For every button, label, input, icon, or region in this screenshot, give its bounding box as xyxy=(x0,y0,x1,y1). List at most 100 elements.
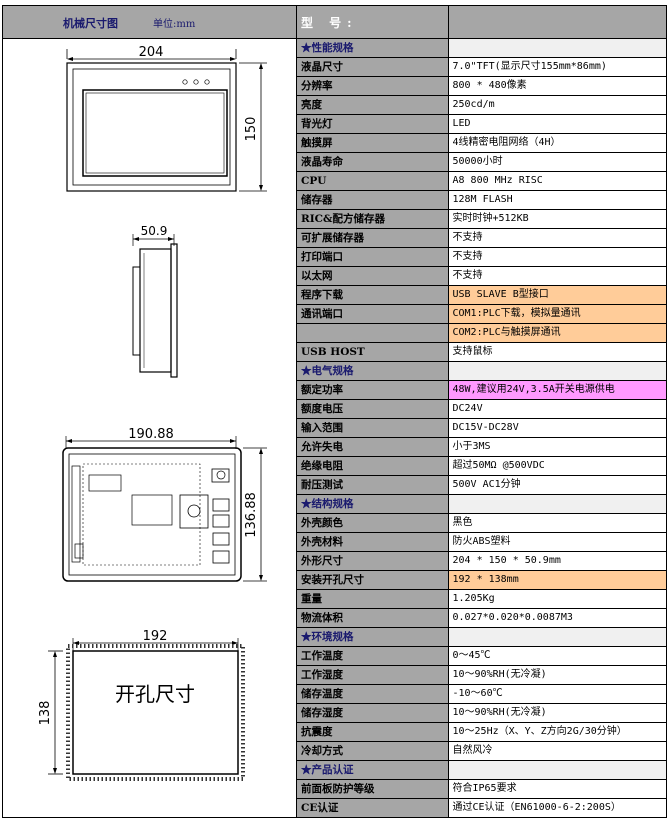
spec-key: 分辨率 xyxy=(297,76,449,96)
spec-value xyxy=(448,361,666,381)
spec-value: USB SLAVE B型接口 xyxy=(448,285,666,305)
spec-value: 48W,建议用24V,3.5A开关电源供电 xyxy=(448,380,666,400)
spec-value: 不支持 xyxy=(448,247,666,267)
spec-section-row: ★环境规格 xyxy=(297,627,666,647)
spec-value: 1.205Kg xyxy=(448,589,666,609)
spec-row: 储存温度-10～60℃ xyxy=(297,684,666,704)
spec-key: 亮度 xyxy=(297,95,449,115)
spec-key: CE认证 xyxy=(297,798,449,818)
cutout-drawing xyxy=(48,638,245,781)
spec-value: A8 800 MHz RISC xyxy=(448,171,666,191)
spec-value: -10～60℃ xyxy=(448,684,666,704)
spec-row: 打印端口不支持 xyxy=(297,247,666,267)
spec-header: 型 号: xyxy=(297,6,666,39)
spec-key: 背光灯 xyxy=(297,114,449,134)
spec-key: 外壳材料 xyxy=(297,532,449,552)
spec-row: 绝缘电阻超过50MΩ @500VDC xyxy=(297,456,666,476)
spec-key: 抗震度 xyxy=(297,722,449,742)
side-view-drawing xyxy=(132,234,178,378)
spec-section-row: ★产品认证 xyxy=(297,760,666,780)
spec-section-title: ★环境规格 xyxy=(297,627,449,647)
spec-value: 不支持 xyxy=(448,228,666,248)
side-depth-label: 50.9 xyxy=(141,224,168,238)
spec-value: 黑色 xyxy=(448,513,666,533)
spec-row: RIC&配方储存器实时时钟+512KB xyxy=(297,209,666,229)
spec-value: 0～45℃ xyxy=(448,646,666,666)
spec-value: 超过50MΩ @500VDC xyxy=(448,456,666,476)
spec-value: 800 * 480像素 xyxy=(448,76,666,96)
spec-section-row: ★电气规格 xyxy=(297,361,666,381)
spec-section-row: ★结构规格 xyxy=(297,494,666,514)
spec-value: 防火ABS塑料 xyxy=(448,532,666,552)
spec-key: 以太网 xyxy=(297,266,449,286)
spec-key: 工作湿度 xyxy=(297,665,449,685)
spec-row: 外壳材料防火ABS塑料 xyxy=(297,532,666,552)
spec-key: RIC&配方储存器 xyxy=(297,209,449,229)
cutout-width-label: 192 xyxy=(143,629,168,644)
spec-value xyxy=(448,627,666,647)
spec-value xyxy=(448,494,666,514)
spec-row: 前面板防护等级符合IP65要求 xyxy=(297,779,666,799)
header-divider xyxy=(448,6,449,39)
cutout-label: 开孔尺寸 xyxy=(115,682,195,706)
spec-key: 绝缘电阻 xyxy=(297,456,449,476)
spec-key: CPU xyxy=(297,171,449,191)
spec-key: 通讯端口 xyxy=(297,304,449,324)
spec-value: COM2:PLC与触摸屏通讯 xyxy=(448,323,666,343)
spec-key: 耐压测试 xyxy=(297,475,449,495)
spec-value: 符合IP65要求 xyxy=(448,779,666,799)
spec-value: 500V AC1分钟 xyxy=(448,475,666,495)
dimension-drawings: 204 150 50.9 xyxy=(38,45,267,781)
spec-row: 外壳颜色黑色 xyxy=(297,513,666,533)
spec-key: 触摸屏 xyxy=(297,133,449,153)
spec-key: 额定功率 xyxy=(297,380,449,400)
spec-value: 10～25Hz（X、Y、Z方向2G/30分钟） xyxy=(448,722,666,742)
spec-key: 输入范围 xyxy=(297,418,449,438)
spec-value: 50000小时 xyxy=(448,152,666,172)
spec-section-title: ★产品认证 xyxy=(297,760,449,780)
back-view-drawing xyxy=(62,436,267,582)
cutout-height-label: 138 xyxy=(38,701,53,726)
spec-value: 192 * 138mm xyxy=(448,570,666,590)
spec-row: 可扩展储存器不支持 xyxy=(297,228,666,248)
spec-key: 储存湿度 xyxy=(297,703,449,723)
spec-value: 支持鼠标 xyxy=(448,342,666,362)
spec-value: DC15V-DC28V xyxy=(448,418,666,438)
spec-section-row: ★性能规格 xyxy=(297,39,666,58)
spec-key: USB HOST xyxy=(297,342,449,362)
spec-value: 7.0"TFT(显示尺寸155mm*86mm) xyxy=(448,57,666,77)
spec-value xyxy=(448,39,666,58)
front-view-drawing xyxy=(66,49,267,192)
spec-value: 实时时钟+512KB xyxy=(448,209,666,229)
spec-section-title: ★性能规格 xyxy=(297,39,449,58)
spec-value: 0.027*0.020*0.0087M3 xyxy=(448,608,666,628)
spec-key: 液晶寿命 xyxy=(297,152,449,172)
spec-value: LED xyxy=(448,114,666,134)
spec-value: 10～90%RH(无冷凝) xyxy=(448,665,666,685)
spec-key: 外形尺寸 xyxy=(297,551,449,571)
spec-value: 不支持 xyxy=(448,266,666,286)
spec-value xyxy=(448,760,666,780)
spec-key xyxy=(297,323,449,343)
spec-key: 储存温度 xyxy=(297,684,449,704)
spec-key: 工作温度 xyxy=(297,646,449,666)
spec-value: DC24V xyxy=(448,399,666,419)
spec-key: 重量 xyxy=(297,589,449,609)
spec-key: 可扩展储存器 xyxy=(297,228,449,248)
